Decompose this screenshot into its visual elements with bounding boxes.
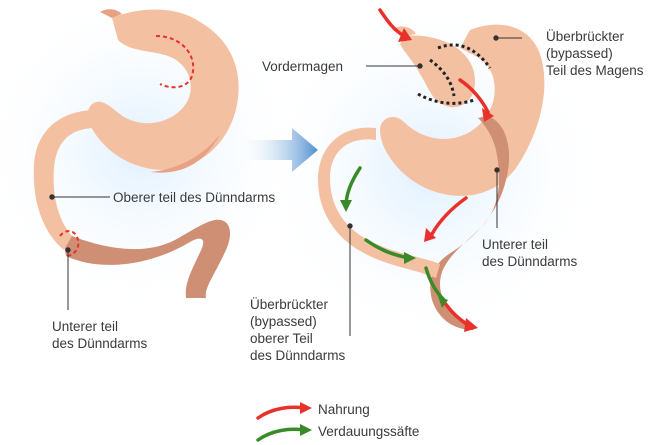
left-stomach — [87, 9, 239, 170]
leader-lines — [49, 35, 522, 336]
left-pylorus-marker — [59, 230, 80, 257]
staple-line-top — [437, 43, 492, 69]
legend-juice-arrow — [256, 424, 312, 442]
bypass-stomach-group — [318, 24, 545, 330]
left-lower-intestine — [62, 219, 231, 298]
label-ueberbrueckter-duenndarm: Überbrückter (bypassed) oberer Teil des … — [250, 297, 346, 363]
normal-stomach-group — [33, 9, 239, 298]
legend-food-arrow — [256, 402, 312, 420]
left-fundus-marker — [155, 35, 195, 89]
label-oberer-teil: Oberer teil des Dünndarms — [113, 190, 276, 205]
label-vordermagen: Vordermagen — [262, 59, 344, 74]
juice-arrowheads — [340, 200, 448, 308]
legend-juice-label: Verdauungssäfte — [318, 424, 420, 439]
right-lower-intestine — [430, 116, 510, 330]
left-upper-intestine — [33, 110, 96, 250]
label-unterer-teil-right: Unterer teil des Dünndarms — [482, 237, 578, 269]
legend-food-label: Nahrung — [318, 402, 370, 417]
label-ueberbrueckter-magen: Überbrückter (bypassed) Teil des Magens — [546, 29, 644, 78]
label-unterer-teil-left: Unterer teil des Dünndarms — [52, 319, 148, 351]
right-bypassed-duodenum — [318, 127, 440, 278]
right-pouch — [400, 35, 476, 108]
transition-arrow — [238, 128, 318, 172]
food-arrowheads — [398, 28, 494, 332]
